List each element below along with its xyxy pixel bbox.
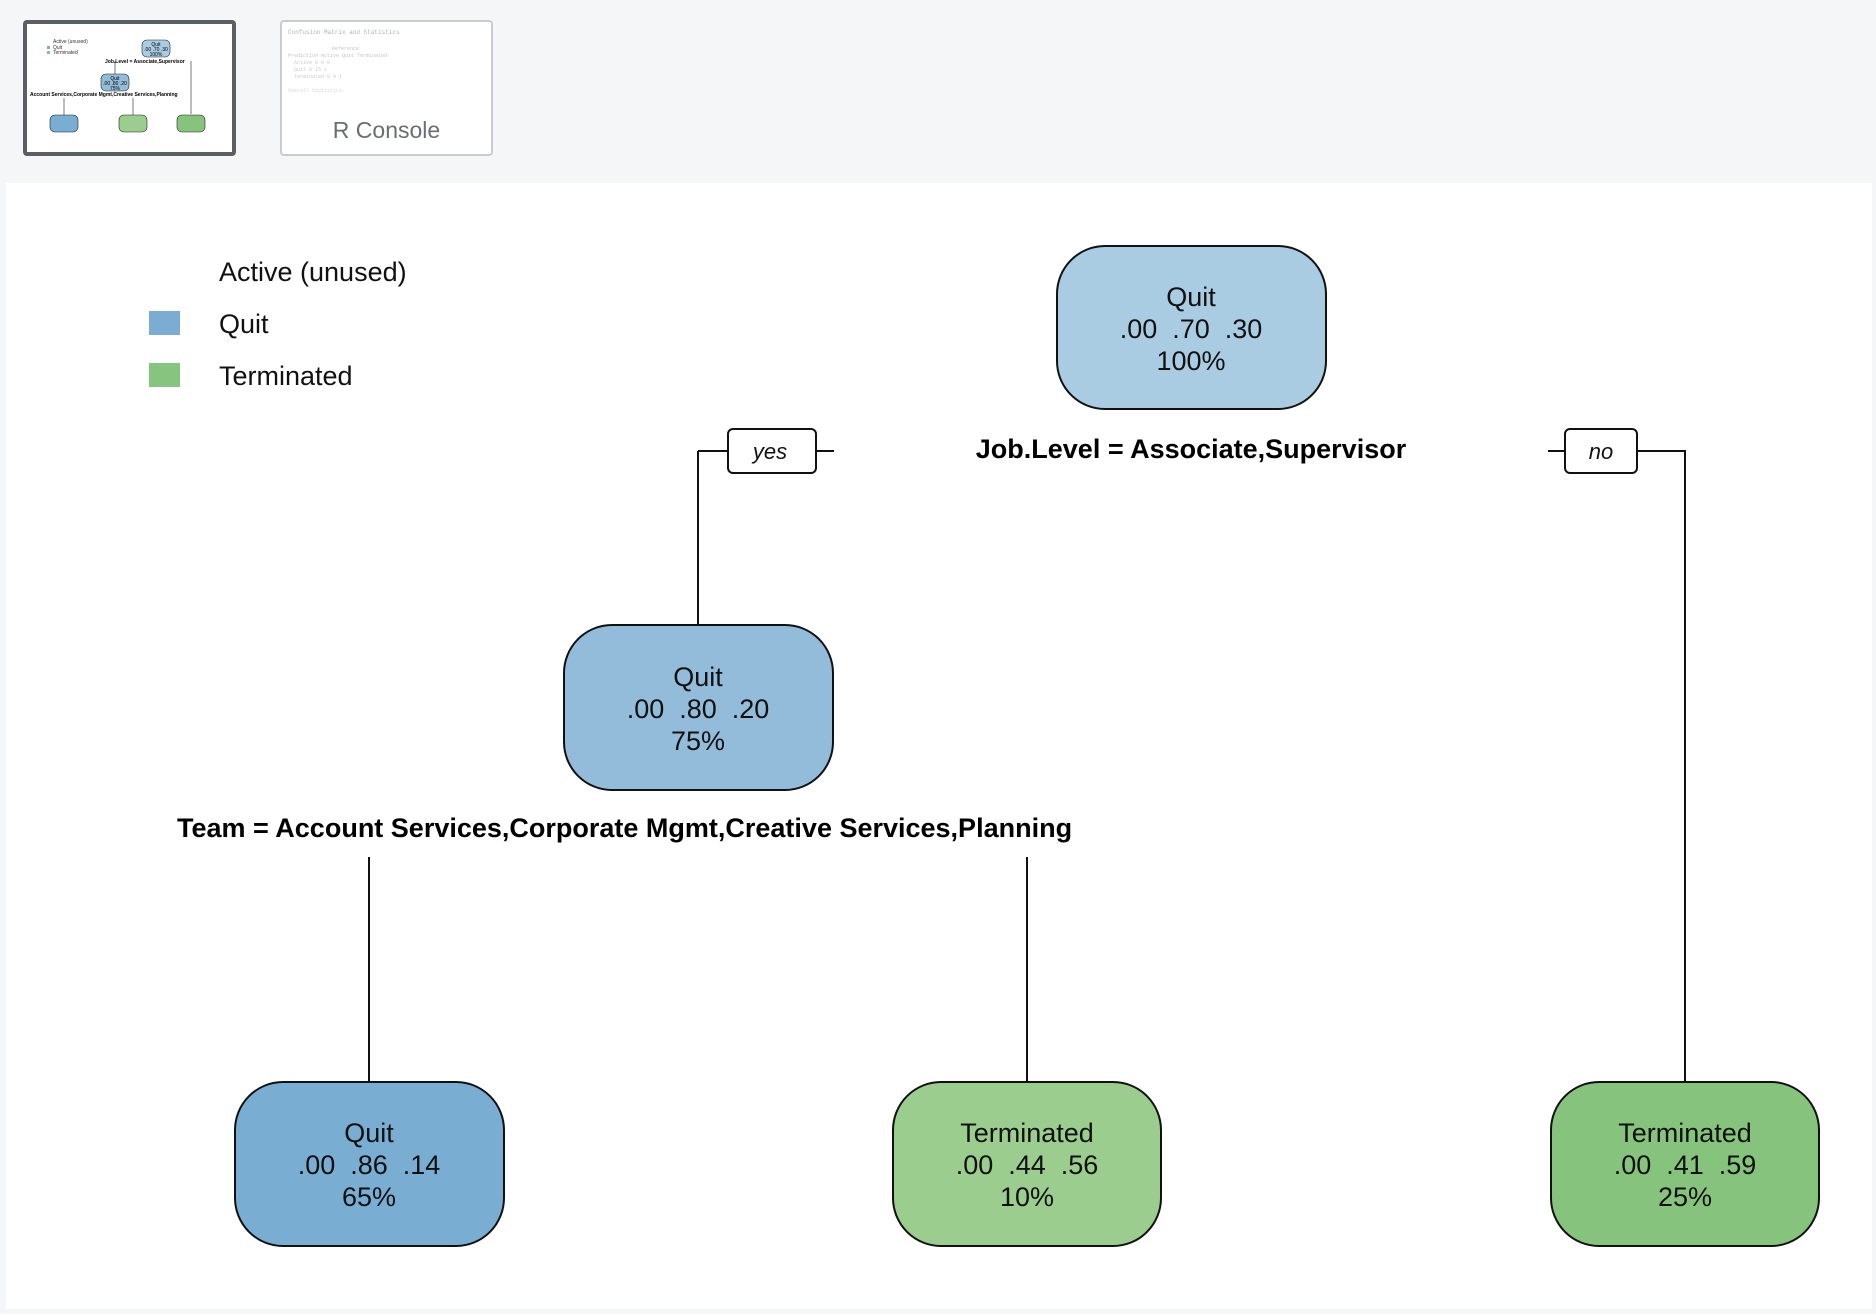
split-label-team: Team = Account Services,Corporate Mgmt,C… bbox=[177, 813, 1072, 843]
tree-edges bbox=[368, 450, 1686, 1082]
svg-text:Quit: Quit bbox=[151, 42, 161, 48]
svg-text:Quit: Quit bbox=[53, 45, 63, 51]
node-class: Quit bbox=[673, 662, 723, 692]
legend-label-active: Active (unused) bbox=[219, 257, 407, 287]
node-probs: .00 .41 .59 bbox=[1614, 1150, 1757, 1180]
node-class: Terminated bbox=[1618, 1118, 1752, 1148]
svg-text:Account Services,Corporate Mgm: Account Services,Corporate Mgmt,Creative… bbox=[30, 92, 178, 98]
branch-label-yes: yes bbox=[727, 428, 817, 474]
svg-text:Reference: Reference bbox=[332, 46, 359, 52]
svg-text:Terminated: Terminated bbox=[53, 50, 78, 56]
svg-text:yes: yes bbox=[751, 439, 787, 464]
thumbnail-caption: R Console bbox=[332, 117, 441, 143]
thumbnail-tree-preview: Active (unused) Quit Terminated Quit .00… bbox=[30, 39, 206, 133]
svg-text:.00 .70 .30: .00 .70 .30 bbox=[144, 47, 168, 53]
node-class: Quit bbox=[344, 1118, 394, 1148]
node-probs: .00 .86 .14 bbox=[298, 1150, 441, 1180]
plot-viewer: Active (unused) Quit Terminated yes no J… bbox=[6, 183, 1872, 1309]
tree-node-mid: Quit .00 .80 .20 75% bbox=[563, 624, 834, 791]
svg-text:75%: 75% bbox=[110, 86, 121, 92]
tree-node-root: Quit .00 .70 .30 100% bbox=[1056, 245, 1327, 410]
tree-node-leaf-terminated-level: Terminated .00 .41 .59 25% bbox=[1550, 1081, 1820, 1247]
svg-text:100%: 100% bbox=[150, 52, 163, 58]
thumbnail-tree-plot[interactable]: Active (unused) Quit Terminated Quit .00… bbox=[23, 20, 236, 156]
console-preview: Confusion Matrix and Statistics Referenc… bbox=[288, 29, 400, 94]
node-pct: 10% bbox=[1000, 1182, 1054, 1212]
node-pct: 75% bbox=[671, 726, 725, 756]
legend-swatch-terminated bbox=[149, 363, 180, 387]
node-pct: 65% bbox=[342, 1182, 396, 1212]
legend-label-terminated: Terminated bbox=[219, 361, 353, 391]
svg-text:Prediction Active Quit Termi: Prediction Active Quit Terminated bbox=[288, 53, 387, 59]
edge-root-to-leaf3 bbox=[1637, 450, 1686, 1082]
node-pct: 25% bbox=[1658, 1182, 1712, 1212]
node-class: Quit bbox=[1166, 282, 1216, 312]
branch-label-no: no bbox=[1564, 428, 1638, 474]
node-class: Terminated bbox=[960, 1118, 1094, 1148]
svg-text:Quit: Quit bbox=[110, 76, 120, 82]
node-probs: .00 .80 .20 bbox=[627, 694, 770, 724]
node-probs: .00 .70 .30 bbox=[1120, 314, 1263, 344]
legend-label-quit: Quit bbox=[219, 309, 269, 339]
svg-text:Active (unused): Active (unused) bbox=[53, 39, 88, 45]
split-label-job-level: Job.Level = Associate,Supervisor bbox=[976, 434, 1407, 464]
svg-text:Quit 0 15 1: Quit 0 15 1 bbox=[294, 67, 327, 73]
tree-node-leaf-quit: Quit .00 .86 .14 65% bbox=[234, 1081, 505, 1247]
svg-text:no: no bbox=[1589, 439, 1613, 464]
svg-text:Confusion Matrix and Statistic: Confusion Matrix and Statistics bbox=[288, 29, 400, 36]
thumbnail-r-console[interactable]: Confusion Matrix and Statistics Referenc… bbox=[280, 20, 493, 156]
svg-text:Job.Level = Associate,Supervis: Job.Level = Associate,Supervisor bbox=[105, 59, 185, 65]
node-pct: 100% bbox=[1156, 346, 1225, 376]
svg-text:Terminated 0 4 1: Terminated 0 4 1 bbox=[294, 74, 342, 80]
svg-text:Overall Statistics: Overall Statistics bbox=[288, 88, 342, 94]
svg-text:Active 0 0 0: Active 0 0 0 bbox=[294, 60, 330, 66]
plot-history-strip: Active (unused) Quit Terminated Quit .00… bbox=[0, 0, 1876, 183]
node-probs: .00 .44 .56 bbox=[956, 1150, 1099, 1180]
tree-node-leaf-terminated-team: Terminated .00 .44 .56 10% bbox=[892, 1081, 1162, 1247]
svg-text:.00 .80 .20: .00 .80 .20 bbox=[103, 81, 127, 87]
legend-swatch-quit bbox=[149, 311, 180, 335]
legend: Active (unused) Quit Terminated bbox=[149, 257, 407, 391]
